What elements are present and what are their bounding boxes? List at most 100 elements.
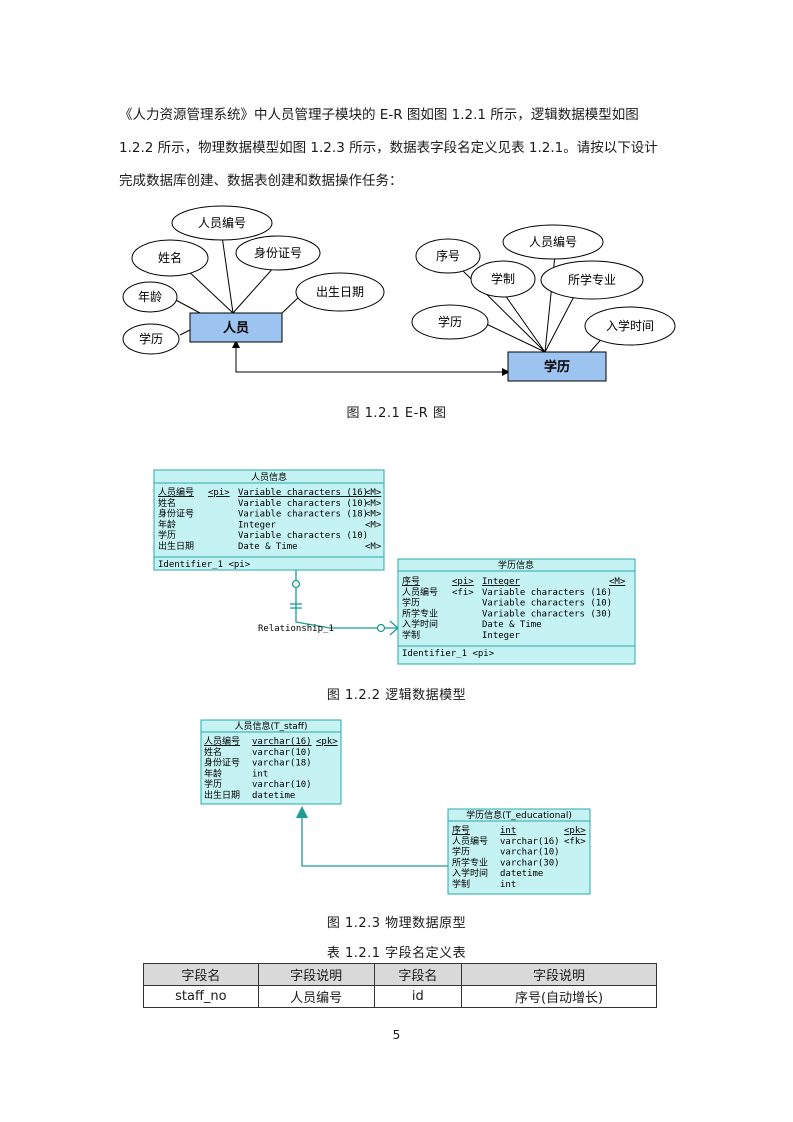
er-attr-major: 所学专业 — [568, 272, 616, 287]
entity-attribute-mandatory: <M> — [365, 520, 382, 530]
entity-attribute-key: <pi> — [208, 488, 230, 498]
entity-attribute-type: Variable characters (10) — [482, 599, 612, 609]
intro-line-3: 完成数据库创建、数据表创建和数据操作任务： — [119, 173, 403, 189]
entity-person-label: 人员 — [223, 320, 249, 336]
logical-edu-title: 学历信息 — [498, 559, 534, 571]
table-column-name: 序号 — [452, 824, 470, 836]
table-column-name: 出生日期 — [204, 789, 240, 801]
table-header-cell: 字段名 — [373, 963, 463, 986]
attr-ellipse — [470, 260, 536, 298]
figure-caption-er: 图 1.2.1 E-R 图 — [346, 406, 447, 421]
table-column-name: 学历 — [452, 846, 470, 858]
entity-attribute-name: 年龄 — [158, 518, 176, 530]
entity-attribute-type: Variable characters (10) — [238, 499, 368, 509]
entity-attribute-name: 学历 — [158, 529, 176, 541]
table-column-type: int — [500, 826, 516, 836]
table-header-cell: 字段说明 — [257, 963, 375, 986]
entity-edu-box — [507, 351, 607, 382]
table-cell: staff_no — [143, 985, 259, 1008]
table-cell: 人员编号 — [257, 985, 375, 1008]
entity-attribute-mandatory: <M> — [365, 542, 382, 552]
entity-attribute-name: 身份证号 — [158, 508, 194, 520]
table-header-cell: 字段说明 — [461, 963, 657, 986]
field-definition-table: 字段名 字段说明 字段名 字段说明 staff_no 人员编号 id 序号(自动… — [143, 963, 657, 1008]
physical-staff-title: 人员信息(T_staff) — [235, 720, 308, 732]
intro-line-2: 1.2.2 所示，物理数据模型如图 1.2.3 所示，数据表字段名定义见表 1.… — [119, 140, 658, 156]
entity-attribute-mandatory: <M> — [365, 499, 382, 509]
table-column-type: varchar(10) — [252, 780, 312, 790]
er-attr-edu-pid: 人员编号 — [529, 234, 577, 249]
logical-person-box — [153, 469, 385, 571]
table-column-key: <pk> — [564, 826, 586, 836]
table-column-name: 姓名 — [204, 746, 222, 758]
er-attr-name: 姓名 — [158, 250, 182, 265]
table-column-name: 年龄 — [204, 767, 222, 779]
attr-ellipse — [131, 239, 209, 277]
physical-staff-box — [200, 719, 342, 805]
figure-caption-physical: 图 1.2.3 物理数据原型 — [326, 916, 467, 931]
entity-edu-label: 学历 — [544, 359, 570, 375]
entity-attribute-type: Date & Time — [238, 542, 298, 552]
er-attr-age: 年龄 — [138, 290, 162, 304]
table-column-type: varchar(10) — [500, 848, 560, 858]
entity-attribute-type: Variable characters (10) — [238, 531, 368, 541]
table-column-type: varchar(16) — [252, 737, 312, 747]
intro-paragraph: 《人力资源管理系统》中人员管理子模块的 E-R 图如图 1.2.1 所示，逻辑数… — [119, 105, 675, 204]
entity-attribute-name: 出生日期 — [158, 540, 194, 552]
attr-ellipse — [584, 306, 676, 346]
relationship-label: Relationship_1 — [258, 624, 334, 634]
er-attr-person-edu: 学历 — [139, 331, 163, 346]
er-attr-seq: 序号 — [436, 248, 460, 263]
entity-person-box — [189, 312, 283, 343]
table-column-name: 身份证号 — [204, 757, 240, 769]
table-column-name: 学制 — [452, 878, 470, 890]
table-column-name: 人员编号 — [204, 735, 240, 747]
attr-ellipse — [415, 238, 481, 274]
entity-attribute-name: 人员编号 — [158, 486, 194, 498]
page-number: 5 — [392, 1028, 401, 1042]
physical-edu-title: 学历信息(T_educational) — [466, 809, 572, 821]
er-attr-entry: 入学时间 — [606, 318, 654, 333]
table-column-type: varchar(10) — [252, 748, 312, 758]
table-column-type: varchar(18) — [252, 759, 312, 769]
table-header-cell: 字段名 — [143, 963, 259, 986]
table-caption: 表 1.2.1 字段名定义表 — [326, 946, 467, 961]
entity-attribute-name: 序号 — [402, 575, 420, 587]
table-column-type: int — [252, 769, 268, 779]
entity-attribute-type: Variable characters (30) — [482, 609, 612, 619]
entity-attribute-mandatory: <M> — [365, 488, 382, 498]
attr-ellipse — [122, 281, 178, 313]
table-column-name: 学历 — [204, 778, 222, 790]
attr-ellipse — [540, 260, 644, 300]
entity-attribute-name: 学历 — [402, 597, 420, 609]
logical-edu-identifier: Identifier_1 <pi> — [402, 649, 495, 659]
table-column-type: varchar(30) — [500, 858, 560, 868]
table-column-type: varchar(16) — [500, 837, 560, 847]
entity-attribute-name: 入学时间 — [402, 618, 438, 630]
table-column-type: datetime — [252, 791, 295, 801]
attr-ellipse — [235, 235, 321, 271]
table-row: staff_no 人员编号 id 序号(自动增长) — [143, 985, 657, 1008]
entity-attribute-name: 学制 — [402, 629, 420, 641]
entity-attribute-type: Integer — [482, 577, 521, 587]
table-column-name: 所学专业 — [452, 856, 488, 868]
entity-attribute-type: Integer — [238, 520, 277, 530]
entity-attribute-mandatory: <M> — [609, 577, 626, 587]
attr-ellipse — [502, 224, 604, 260]
entity-attribute-type: Variable characters (16) — [482, 588, 612, 598]
attr-ellipse — [295, 272, 385, 312]
table-header-row: 字段名 字段说明 字段名 字段说明 — [143, 963, 657, 986]
er-attr-idcard: 身份证号 — [254, 245, 302, 260]
physical-model-diagram: 人员信息(T_staff) 人员编号 varchar(16) <pk> 姓名 varch… — [200, 719, 591, 895]
physical-edu-box — [447, 808, 591, 895]
entity-attribute-key: <pi> — [452, 577, 474, 587]
er-attr-system: 学制 — [491, 271, 515, 286]
entity-attribute-name: 所学专业 — [402, 607, 438, 619]
entity-attribute-type: Variable characters (18) — [238, 510, 368, 520]
attr-ellipse — [122, 323, 180, 355]
table-cell: 序号(自动增长) — [461, 985, 657, 1008]
table-column-key: <pk> — [316, 737, 338, 747]
table-column-key: <fk> — [564, 837, 586, 847]
table-column-name: 人员编号 — [452, 835, 488, 847]
intro-line-1: 《人力资源管理系统》中人员管理子模块的 E-R 图如图 1.2.1 所示，逻辑数… — [119, 107, 639, 123]
